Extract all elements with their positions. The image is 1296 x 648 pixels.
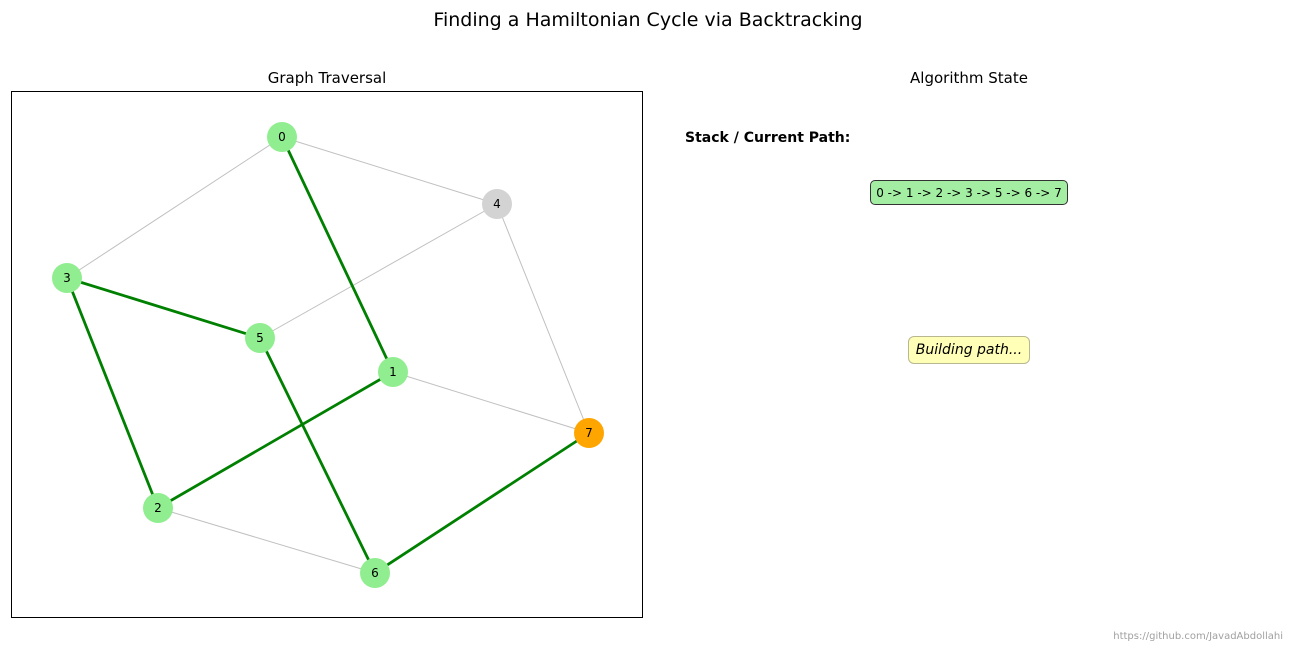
node-circle <box>52 263 82 293</box>
edge-2-3 <box>65 277 160 509</box>
node-label: 0 <box>278 130 286 144</box>
node-circle <box>267 122 297 152</box>
node-0: 0 <box>267 122 297 152</box>
graph-panel: 0 1 2 3 4 5 6 7 <box>11 91 643 618</box>
node-label: 6 <box>371 566 379 580</box>
edge-3-5 <box>66 276 261 340</box>
node-1: 1 <box>378 357 408 387</box>
node-label: 5 <box>256 331 264 345</box>
edge-5-6 <box>258 337 377 574</box>
edge-4-5 <box>259 203 498 339</box>
edge-6-7 <box>374 431 590 575</box>
node-3: 3 <box>52 263 82 293</box>
edge-2-6 <box>157 507 376 574</box>
node-label: 4 <box>493 197 501 211</box>
status-box: Building path... <box>908 336 1030 364</box>
node-6: 6 <box>360 558 390 588</box>
node-label: 2 <box>154 501 162 515</box>
current-path-box: 0 -> 1 -> 2 -> 3 -> 5 -> 6 -> 7 <box>870 180 1068 205</box>
state-panel-title: Algorithm State <box>910 69 1028 87</box>
node-7: 7 <box>574 418 604 448</box>
figure-title: Finding a Hamiltonian Cycle via Backtrac… <box>433 9 863 31</box>
edge-0-4 <box>281 136 498 205</box>
node-circle <box>482 189 512 219</box>
node-label: 3 <box>63 271 71 285</box>
node-4: 4 <box>482 189 512 219</box>
edge-4-7 <box>496 203 590 434</box>
edge-1-7 <box>392 371 590 434</box>
node-2: 2 <box>143 493 173 523</box>
node-circle <box>143 493 173 523</box>
node-circle <box>574 418 604 448</box>
edge-1-2 <box>157 370 394 510</box>
node-circle <box>378 357 408 387</box>
edge-0-1 <box>280 136 395 373</box>
node-circle <box>360 558 390 588</box>
node-label: 7 <box>585 426 593 440</box>
graph-canvas: 0 1 2 3 4 5 6 7 <box>52 122 604 588</box>
node-5: 5 <box>245 323 275 353</box>
node-circle <box>245 323 275 353</box>
node-label: 1 <box>389 365 397 379</box>
graph-panel-title: Graph Traversal <box>267 69 387 87</box>
edge-0-3 <box>66 136 283 279</box>
stack-label: Stack / Current Path: <box>685 130 851 146</box>
watermark: https://github.com/JavadAbdollahi <box>1113 631 1283 642</box>
